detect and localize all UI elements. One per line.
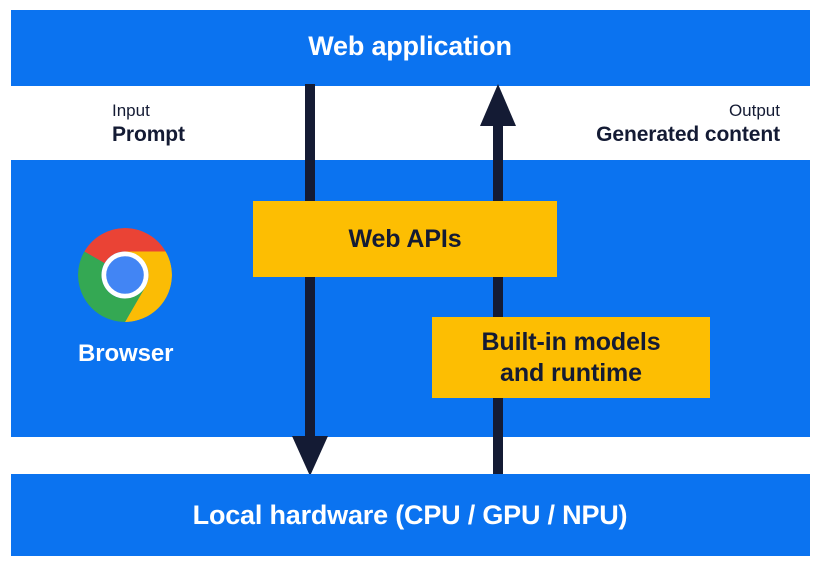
- input-flow-label: Input Prompt: [112, 100, 185, 148]
- built-in-models-box[interactable]: Built-in models and runtime: [432, 317, 710, 398]
- input-value: Prompt: [112, 123, 185, 146]
- built-in-models-line-2: and runtime: [500, 358, 642, 387]
- built-in-models-line-1: Built-in models: [481, 327, 661, 356]
- arrow-up-icon: [480, 84, 516, 476]
- browser-label: Browser: [78, 340, 174, 367]
- local-hardware-band: [11, 474, 810, 556]
- input-caption: Input: [112, 101, 150, 120]
- arrow-down-icon: [292, 84, 328, 476]
- web-application-band: [11, 10, 810, 86]
- web-application-label: Web application: [308, 31, 512, 61]
- output-value: Generated content: [596, 123, 780, 146]
- output-caption: Output: [728, 101, 780, 120]
- web-apis-box[interactable]: Web APIs: [253, 201, 557, 277]
- built-in-models-label: Built-in models and runtime: [481, 327, 660, 389]
- web-apis-label: Web APIs: [348, 224, 462, 253]
- local-hardware-label: Local hardware (CPU / GPU / NPU): [192, 500, 628, 530]
- output-flow-label: Output Generated content: [596, 100, 780, 148]
- chrome-logo-icon: [78, 228, 172, 322]
